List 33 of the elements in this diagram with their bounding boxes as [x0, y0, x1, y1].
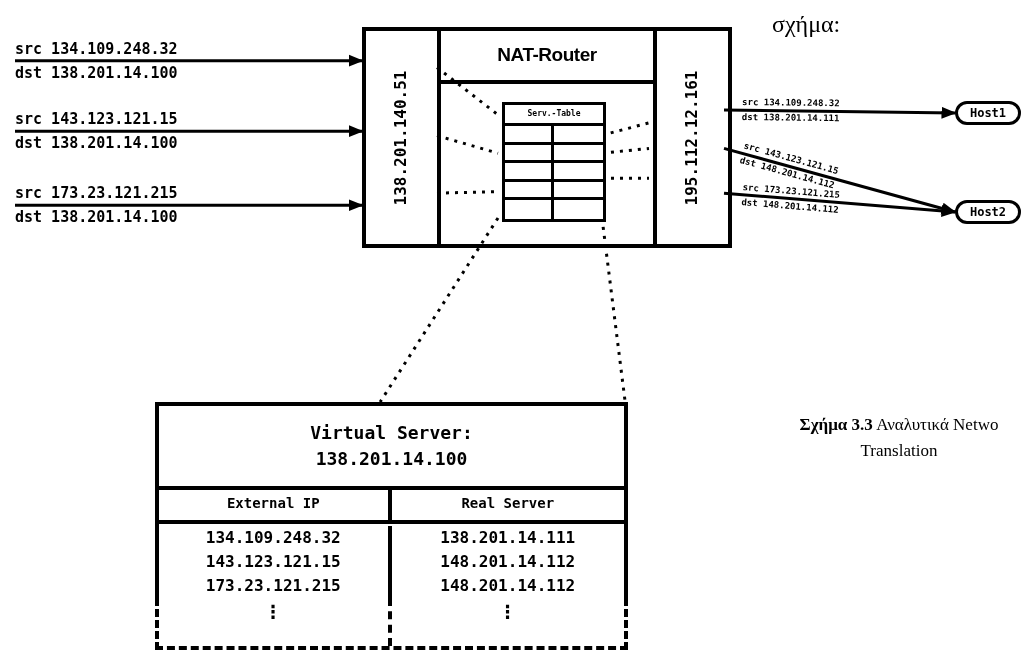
arrow: [15, 199, 364, 212]
router-title: NAT-Router: [497, 43, 597, 68]
virtual-server-header: [155, 402, 628, 490]
ip-address: 138.201.14.111: [440, 527, 576, 549]
edge-label: src 134.109.248.32 dst 138.201.14.111: [741, 96, 841, 126]
host-label: Host2: [969, 204, 1007, 221]
figure-fragment-text: σχήμα:: [772, 10, 841, 39]
arrow: [15, 54, 364, 67]
edge-label: src 134.109.248.32 dst 138.201.14.100: [15, 38, 179, 84]
server-table: [502, 102, 606, 222]
router-box: [362, 27, 732, 248]
arrow: [723, 191, 957, 217]
ip-address: 148.201.14.112: [440, 551, 576, 573]
ip-address: 173.23.121.215: [205, 575, 341, 597]
arrow: [15, 125, 364, 138]
edge-label: src 173.23.121.215 dst 138.201.14.100: [15, 183, 179, 229]
arrow: [723, 106, 957, 119]
ip-address: 143.123.121.15: [205, 551, 341, 573]
dotted-line: [436, 66, 499, 116]
column-header: External IP: [226, 493, 320, 513]
figure-caption: Σχήμα 3.3 Αναλυτικά Netwo Translation: [798, 414, 1000, 462]
ip-address: 138.201.140.51: [390, 70, 412, 205]
column-header: Real Server: [461, 493, 555, 513]
edge-label: src 143.123.121.15 dst 138.201.14.100: [15, 109, 179, 155]
host-label: Host1: [969, 105, 1007, 122]
ip-address: 134.109.248.32: [205, 527, 341, 549]
virtual-server-title: Virtual Server: 138.201.14.100: [309, 421, 474, 471]
ellipsis: ⋮: [264, 600, 283, 624]
dotted-line: [378, 217, 500, 403]
ip-address: 195.112.12.161: [681, 70, 703, 205]
ip-address: 148.201.14.112: [440, 575, 576, 597]
ellipsis: ⋮: [498, 600, 517, 624]
table-title: Serv.-Table: [505, 105, 603, 126]
